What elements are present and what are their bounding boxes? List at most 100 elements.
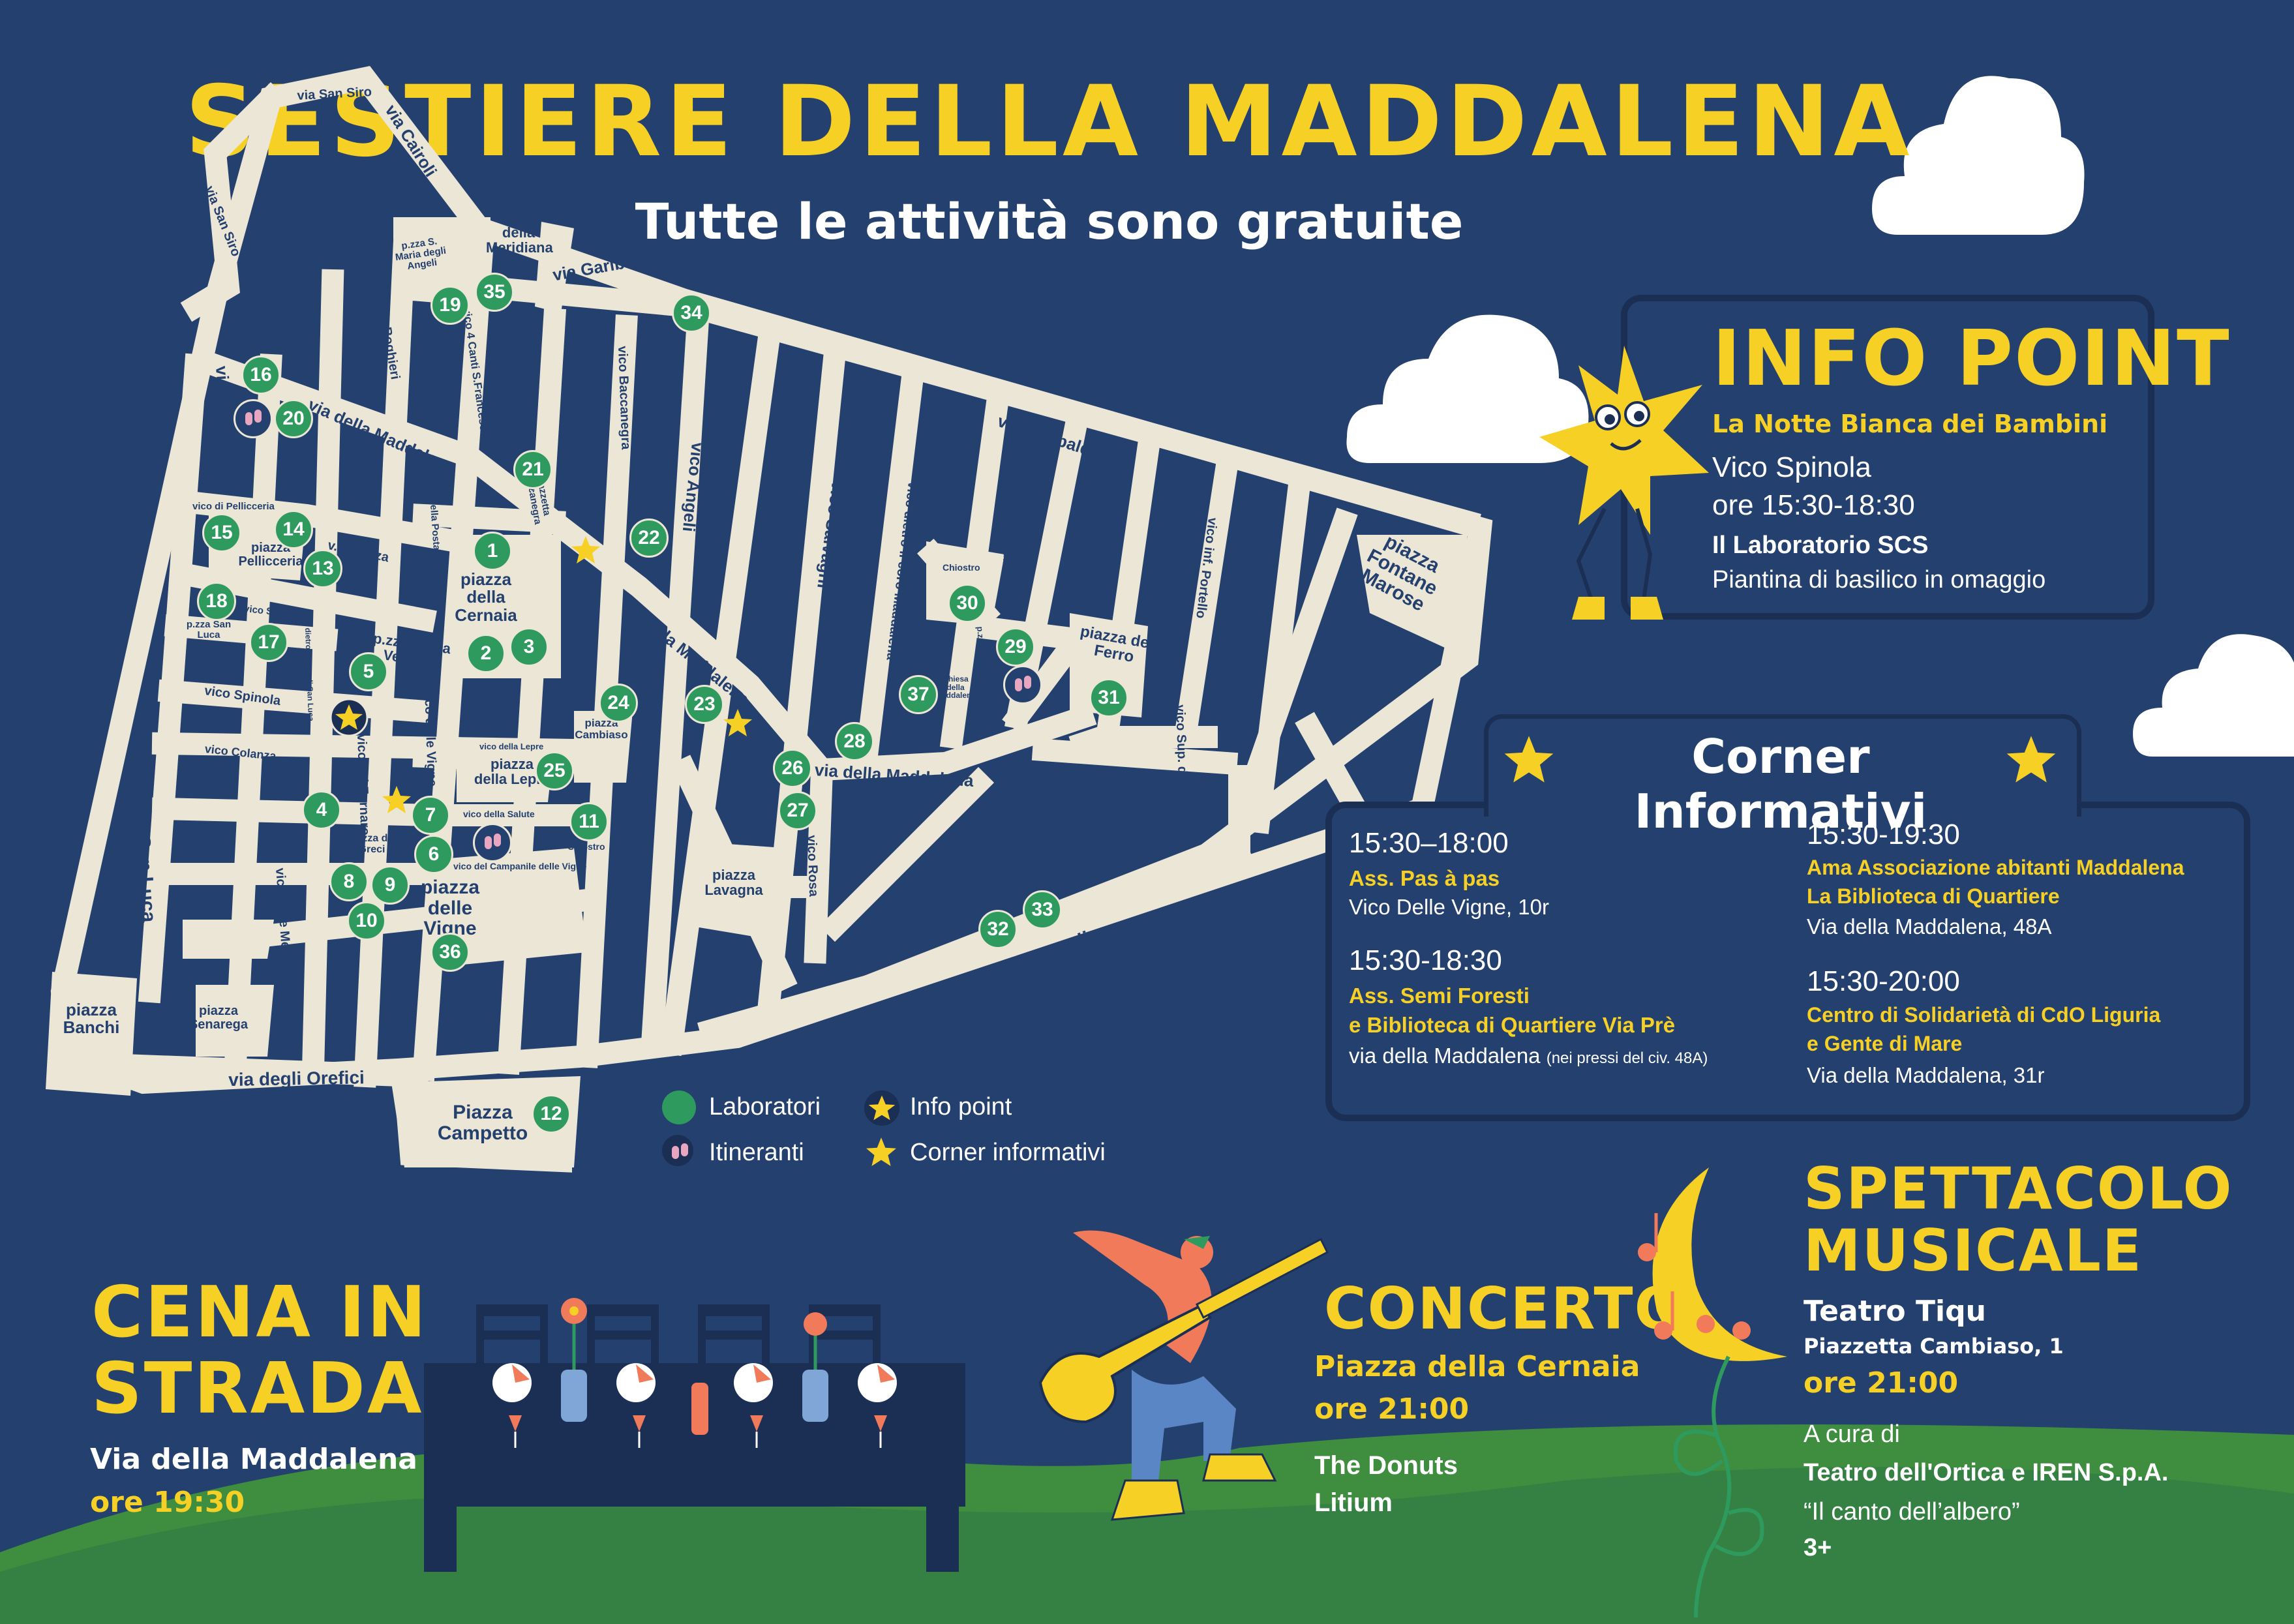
workshop-marker[interactable]: 3 [509, 627, 549, 667]
corner-org: Ass. Semi Foresti [1349, 984, 1530, 1008]
corner-addr: via della Maddalena (nei pressi del civ.… [1349, 1044, 1708, 1068]
spettacolo-venue: Teatro Tiqu [1804, 1295, 1986, 1328]
corner-time: 15:30-18:30 [1349, 944, 1502, 976]
workshop-marker[interactable]: 29 [996, 627, 1035, 667]
corner-star-icon[interactable] [382, 785, 412, 815]
workshop-marker[interactable]: 5 [349, 652, 388, 691]
workshop-marker[interactable]: 32 [978, 910, 1018, 949]
corner-addr: Via della Maddalena, 31r [1807, 1063, 2045, 1087]
workshop-marker[interactable]: 14 [274, 510, 313, 549]
spettacolo-address: Piazzetta Cambiaso, 1 [1804, 1334, 2064, 1359]
corner-star-icon[interactable] [571, 535, 601, 565]
workshop-marker[interactable]: 24 [599, 684, 638, 723]
street-label: Piazza Campetto [437, 1102, 528, 1144]
corner-org: Ama Associazione abitanti Maddalena [1807, 856, 2184, 879]
info-point-star-icon[interactable] [329, 698, 369, 737]
concerto-time: ore 21:00 [1314, 1392, 1470, 1426]
street-label: Chiesa della Maddalena [935, 674, 976, 700]
spettacolo-title: SPETTACOLO MUSICALE [1804, 1155, 2233, 1285]
street-label: piazza Senarega [189, 1004, 249, 1032]
corner-addr: Vico Delle Vigne, 10r [1349, 895, 1549, 919]
legend-label: Itineranti [709, 1139, 804, 1166]
workshop-marker[interactable]: 6 [414, 835, 453, 874]
itinerant-footprints-icon[interactable] [473, 823, 512, 862]
workshop-marker[interactable]: 33 [1023, 890, 1062, 929]
street-label: piazza delle Vigne [420, 877, 480, 939]
star-icon [2006, 736, 2056, 783]
workshop-marker[interactable]: 12 [532, 1094, 571, 1134]
star-mascot-icon [1539, 346, 1709, 620]
itinerant-footprints-icon[interactable] [234, 399, 273, 438]
workshop-marker[interactable]: 2 [466, 634, 506, 673]
info-point-place: Vico Spinola [1712, 451, 1871, 483]
street-label: piazza dei Greci [347, 833, 397, 855]
workshop-marker[interactable]: 7 [411, 796, 450, 835]
street-label: vico del Campanile delle Vigne [453, 861, 587, 871]
workshop-marker[interactable]: 25 [535, 751, 574, 790]
workshop-marker[interactable]: 1 [473, 532, 512, 571]
workshop-marker[interactable]: 37 [899, 675, 938, 714]
star-icon [1504, 736, 1554, 783]
street-label: piazza della Cernaia [455, 569, 517, 625]
tab-joint [1488, 800, 2077, 814]
moon-icon [1638, 1167, 1787, 1617]
map-legend: Laboratori Info point Itineranti Corner … [662, 1089, 1145, 1180]
cloud-icon [2133, 634, 2294, 757]
street-label: piazza Lavagna [704, 867, 763, 899]
corner-time: 15:30-20:00 [1807, 965, 1960, 997]
spettacolo-age: 3+ [1804, 1534, 1832, 1561]
spettacolo-time: ore 21:00 [1804, 1366, 1959, 1400]
cloud-icon [1872, 76, 2085, 235]
corner-star-icon [866, 1137, 896, 1166]
workshop-marker[interactable]: 19 [430, 286, 470, 325]
corner-star-icon[interactable] [723, 708, 753, 738]
corner-org: Ass. Pas à pas [1349, 866, 1500, 890]
workshop-marker[interactable]: 31 [1089, 678, 1128, 717]
workshop-marker[interactable]: 23 [685, 685, 724, 724]
workshop-marker[interactable]: 22 [629, 519, 669, 558]
workshop-marker[interactable]: 18 [197, 582, 236, 621]
workshop-marker[interactable]: 34 [672, 293, 711, 333]
corner-time: 15:30-19:30 [1807, 819, 1960, 850]
street-label: Piazza della Meridiana [486, 209, 553, 256]
street-label: p.zza San Luca [186, 619, 232, 640]
info-point-star-icon [864, 1090, 900, 1126]
workshop-marker[interactable]: 11 [569, 802, 609, 841]
page-subtitle: Tutte le attività sono gratuite [635, 192, 1464, 250]
corner-addr: Via della Maddalena, 48A [1807, 914, 2052, 939]
workshop-marker[interactable]: 13 [303, 549, 342, 588]
workshop-marker[interactable]: 20 [274, 399, 313, 438]
workshop-marker[interactable]: 30 [948, 584, 987, 623]
spettacolo-care-label: A cura di [1804, 1421, 1900, 1448]
corner-org: La Biblioteca di Quartiere [1807, 884, 2060, 908]
corner-time: 15:30–18:00 [1349, 827, 1509, 859]
workshop-marker[interactable]: 21 [513, 450, 552, 489]
concerto-title: CONCERTO [1324, 1275, 1685, 1342]
info-point-event: La Notte Bianca dei Bambini [1712, 410, 2108, 438]
guitarist-illustration [1038, 1230, 1329, 1521]
street-label: vico di Pellicceria [192, 501, 275, 512]
corner-title-tab [1484, 714, 2081, 817]
cena-time: ore 19:30 [90, 1486, 245, 1519]
corner-box [1327, 804, 2248, 1119]
concerto-place: Piazza della Cernaia [1314, 1350, 1640, 1383]
workshop-marker[interactable]: 8 [329, 862, 369, 901]
itinerant-footprints-icon [662, 1135, 693, 1166]
workshop-marker[interactable]: 26 [773, 749, 812, 788]
workshop-marker[interactable]: 4 [302, 790, 341, 830]
workshop-marker[interactable]: 28 [835, 722, 874, 761]
workshop-marker[interactable]: 17 [249, 623, 288, 662]
workshop-marker[interactable]: 35 [475, 273, 514, 312]
concerto-band: The Donuts [1314, 1451, 1458, 1480]
workshop-marker[interactable]: 9 [370, 865, 410, 905]
workshop-marker[interactable]: 16 [241, 355, 280, 395]
workshop-marker[interactable]: 27 [778, 791, 817, 830]
street-label: vico della Lepre [479, 742, 544, 751]
workshop-marker[interactable]: 10 [347, 901, 386, 940]
info-point-lab: Il Laboratorio SCS [1712, 532, 1929, 559]
laboratori-dot-icon [662, 1090, 696, 1124]
itinerant-footprints-icon[interactable] [1003, 665, 1042, 704]
workshop-marker[interactable]: 36 [430, 933, 470, 972]
workshop-marker[interactable]: 15 [202, 513, 241, 552]
